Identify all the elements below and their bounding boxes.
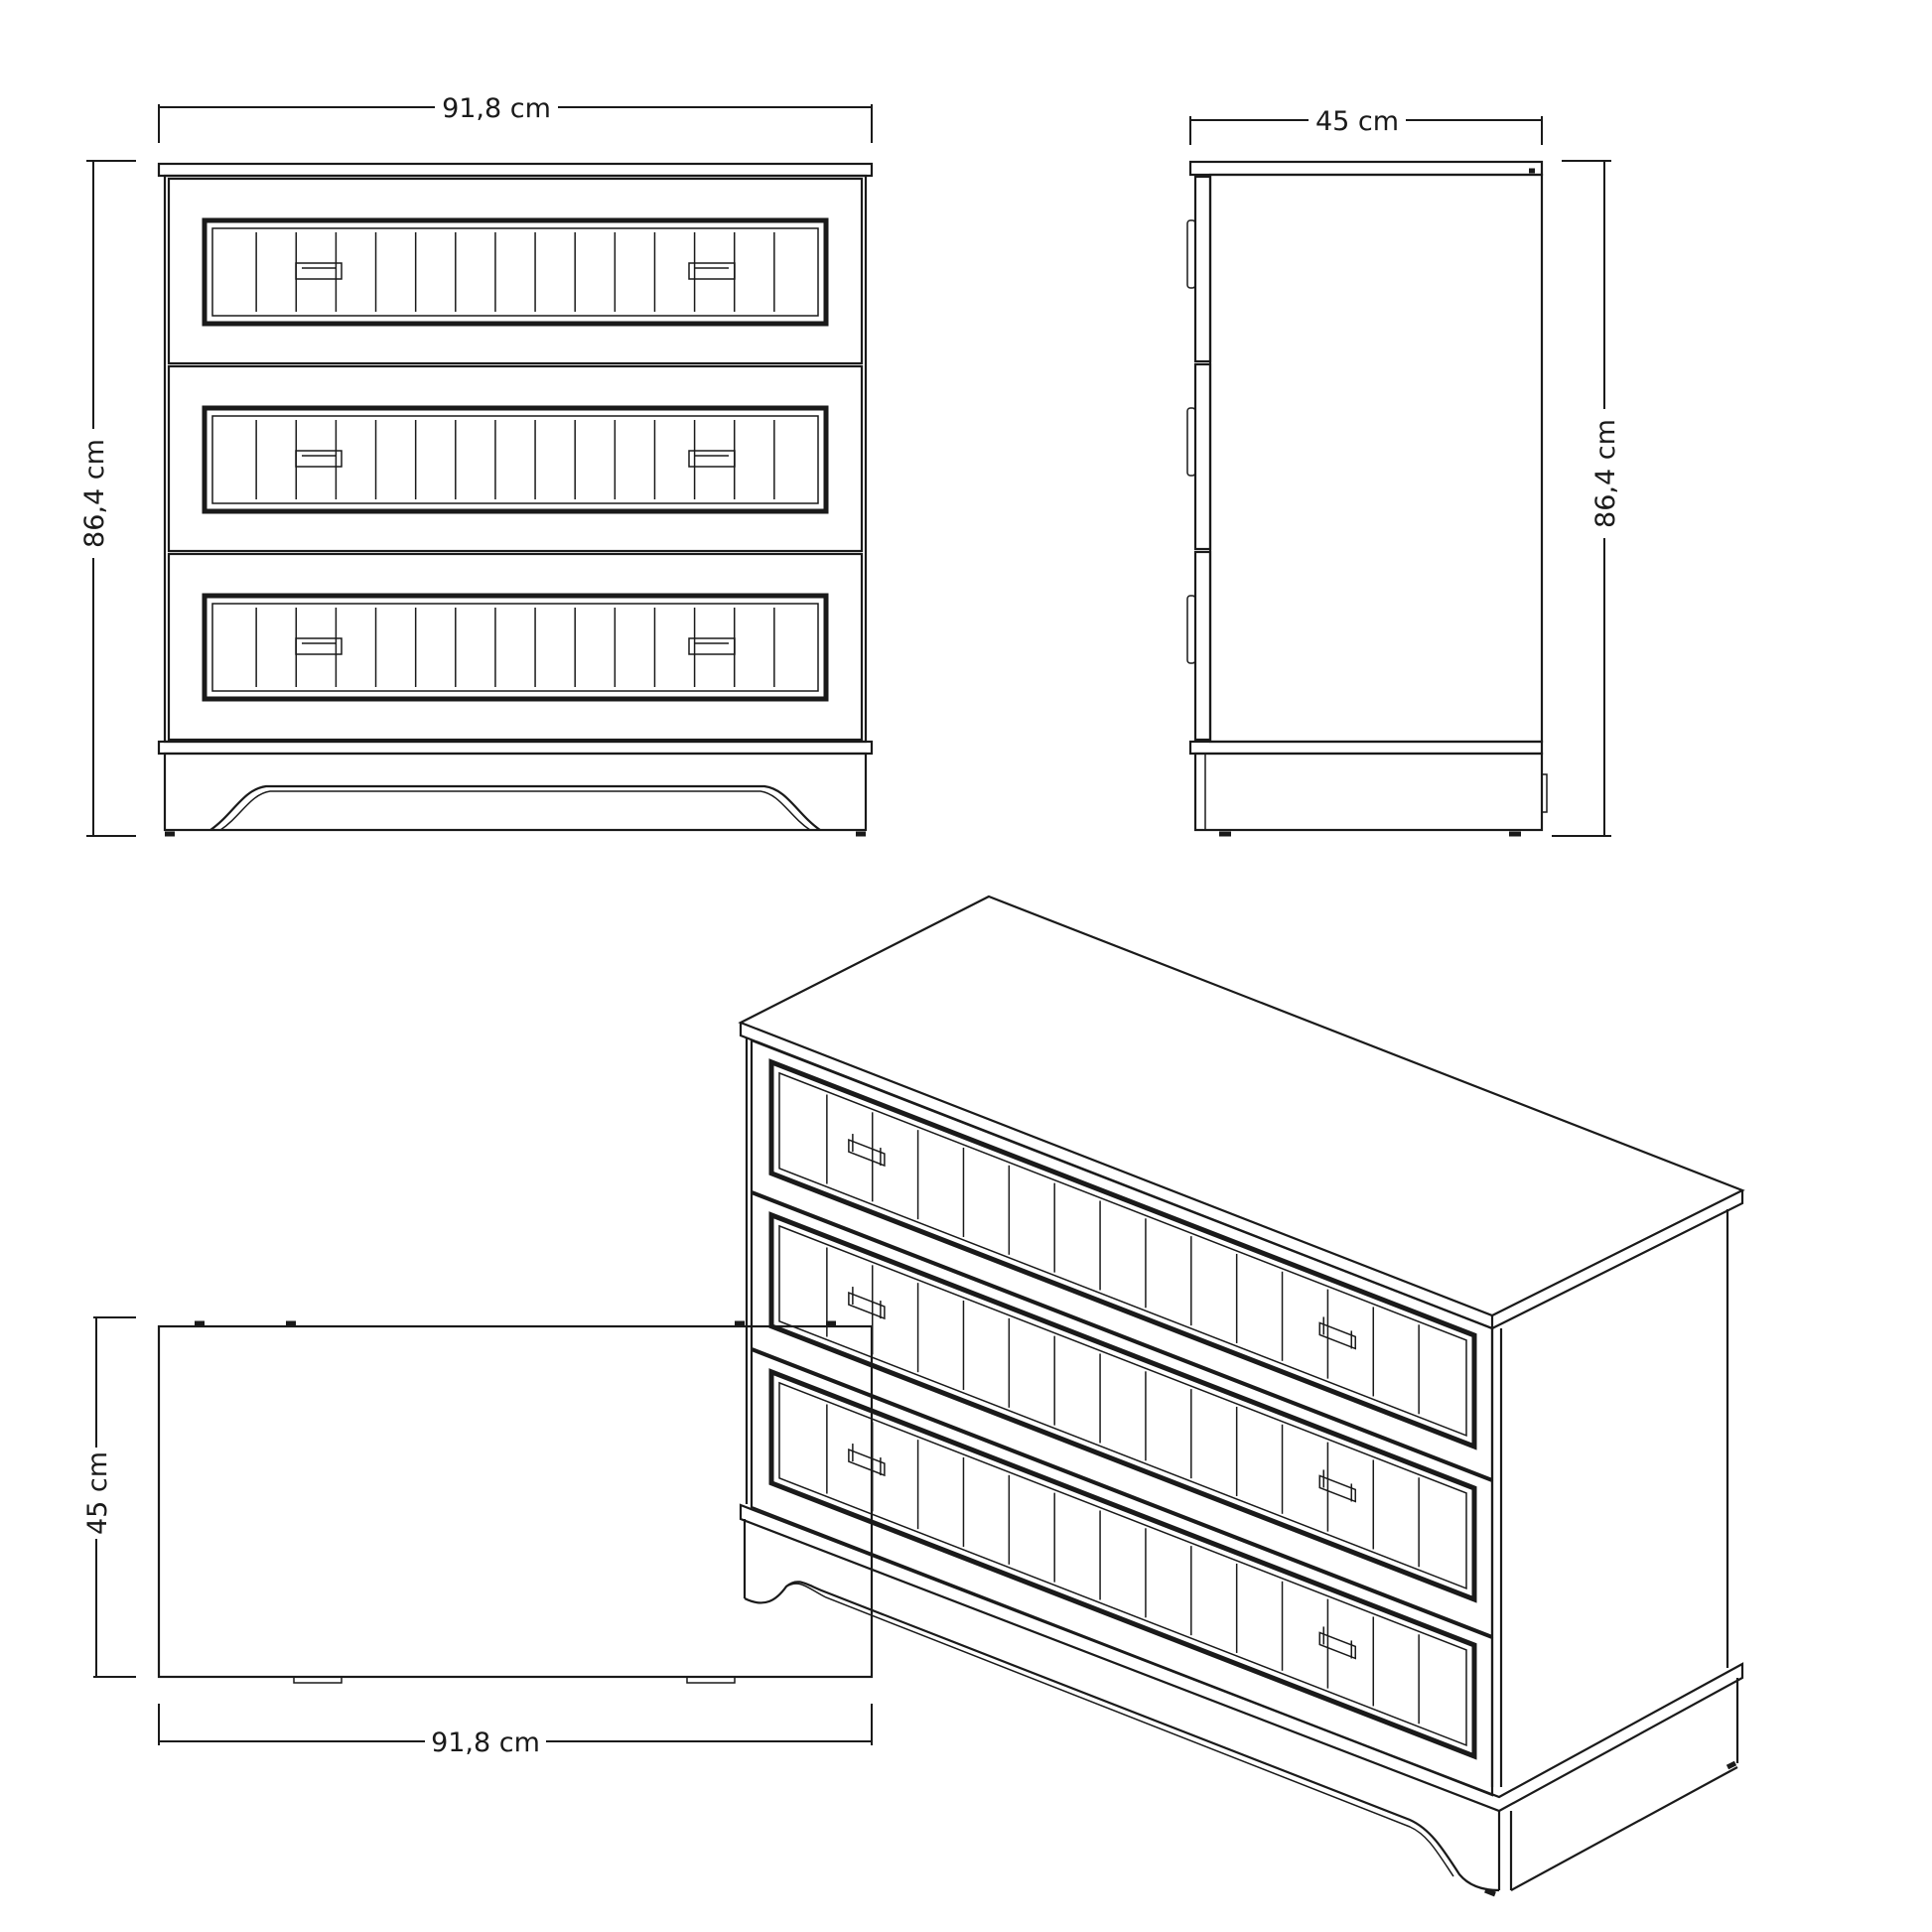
side-height-dimension: 86,4 cm — [1552, 160, 1621, 837]
iso-drawer-3 — [768, 1368, 1477, 1760]
top-width-dimension: 91,8 cm — [158, 1704, 873, 1758]
iso-drawer-handle-left — [848, 1291, 886, 1320]
drawer-handle-left — [295, 262, 343, 280]
drawer-handle-right — [688, 450, 736, 468]
iso-drawer-handle-left — [848, 1138, 886, 1168]
side-view — [1186, 160, 1548, 837]
top-depth-label: 45 cm — [82, 1451, 113, 1535]
drawer-handle-right — [688, 262, 736, 280]
front-drawer-1 — [202, 217, 829, 327]
front-height-dimension: 86,4 cm — [79, 160, 136, 837]
front-height-label: 86,4 cm — [79, 439, 110, 548]
iso-drawer-handle-left — [848, 1448, 886, 1477]
iso-drawer-handle-right — [1318, 1474, 1356, 1503]
drawer-handle-left — [295, 637, 343, 655]
top-depth-dimension: 45 cm — [82, 1316, 136, 1678]
front-width-dimension: 91,8 cm — [158, 93, 873, 143]
side-height-label: 86,4 cm — [1590, 419, 1621, 528]
iso-drawer-handle-right — [1318, 1321, 1356, 1350]
front-drawer-2 — [202, 405, 829, 514]
drawer-handle-left — [295, 450, 343, 468]
side-depth-dimension: 45 cm — [1189, 106, 1543, 145]
front-drawer-3 — [202, 593, 829, 702]
isometric-view — [738, 895, 1745, 1897]
iso-drawer-handle-right — [1318, 1631, 1356, 1660]
iso-drawer-2 — [768, 1211, 1477, 1603]
front-width-label: 91,8 cm — [442, 93, 551, 124]
front-view — [157, 162, 874, 837]
drawer-handle-right — [688, 637, 736, 655]
top-view — [157, 1320, 874, 1684]
side-depth-label: 45 cm — [1315, 106, 1399, 137]
iso-drawer-1 — [768, 1058, 1477, 1450]
top-width-label: 91,8 cm — [431, 1727, 540, 1758]
